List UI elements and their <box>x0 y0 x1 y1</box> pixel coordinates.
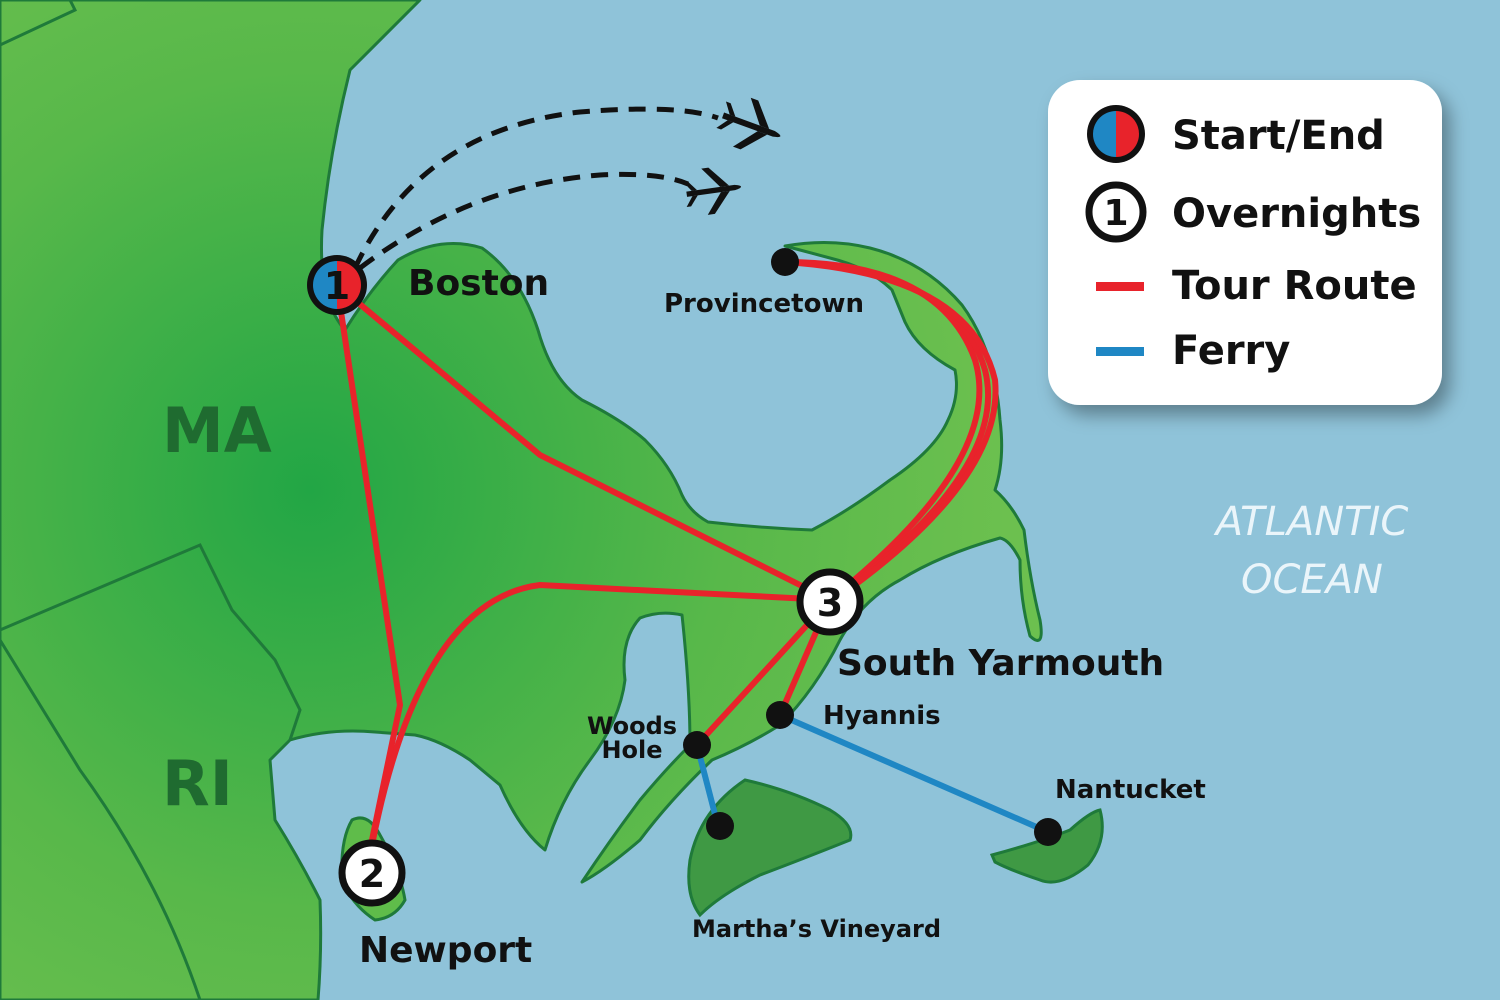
stop-hyannis <box>766 701 794 729</box>
place-label-boston: Boston <box>408 263 549 304</box>
start-end-marker-boston: 1 <box>307 255 367 315</box>
state-border-rhode-island <box>0 639 202 1000</box>
state-border <box>0 543 302 741</box>
overnight-marker-south-yarmouth: 3 <box>796 568 864 636</box>
state-label-ri: RI <box>162 747 233 820</box>
legend-overnights-number: 1 <box>1103 193 1128 234</box>
legend-start-end-label: Start/End <box>1172 113 1385 159</box>
legend-overnights-label: Overnights <box>1172 191 1421 237</box>
state-label-ma: MA <box>162 394 272 467</box>
route-newport-south-yarmouth <box>369 582 833 848</box>
place-label-hyannis: Hyannis <box>823 701 941 731</box>
legend-overnights-icon: 1 <box>1085 181 1147 243</box>
legend-ferry-label: Ferry <box>1172 328 1290 374</box>
legend-box <box>1048 80 1442 405</box>
legend-tour-route-label: Tour Route <box>1172 263 1417 309</box>
stop-marthas-vineyard <box>706 812 734 840</box>
state-border-north <box>0 0 78 47</box>
place-label-south-yarmouth: South Yarmouth <box>837 643 1164 684</box>
flight-path-lower <box>358 171 689 270</box>
stop-nantucket <box>1034 818 1062 846</box>
airplane-icon <box>712 90 790 161</box>
overnight-number-south-yarmouth: 3 <box>817 581 843 625</box>
ferry-hyannis-nantucket <box>778 712 1050 835</box>
stop-woods-hole <box>683 731 711 759</box>
overnight-number-boston: 1 <box>324 264 350 308</box>
place-label-nantucket: Nantucket <box>1055 775 1206 805</box>
stop-provincetown <box>771 248 799 276</box>
route-boston-south-yarmouth <box>334 282 833 603</box>
ocean-label-line2: OCEAN <box>1241 557 1383 603</box>
place-label-hole: Hole <box>601 736 662 764</box>
airplane-icon <box>681 163 745 218</box>
legend-start-end-icon <box>1087 105 1145 163</box>
ocean-label-line1: ATLANTIC <box>1213 499 1409 545</box>
overnight-number-newport: 2 <box>359 852 385 896</box>
place-label-marthas-vineyard: Martha’s Vineyard <box>692 915 941 943</box>
place-label-provincetown: Provincetown <box>664 289 864 319</box>
place-label-woods: Woods <box>587 712 677 740</box>
overnight-marker-newport: 2 <box>338 839 406 907</box>
legend-tour-route-swatch <box>1096 282 1144 291</box>
route-provincetown-3 <box>782 259 999 603</box>
marthas-vineyard-island <box>687 778 853 918</box>
flight-path-upper <box>352 106 719 270</box>
mainland <box>0 0 1043 1000</box>
legend-ferry-swatch <box>1096 347 1144 356</box>
place-label-newport: Newport <box>359 930 532 971</box>
legend: Start/End 1 Overnights Tour Route Ferry <box>1048 80 1442 405</box>
